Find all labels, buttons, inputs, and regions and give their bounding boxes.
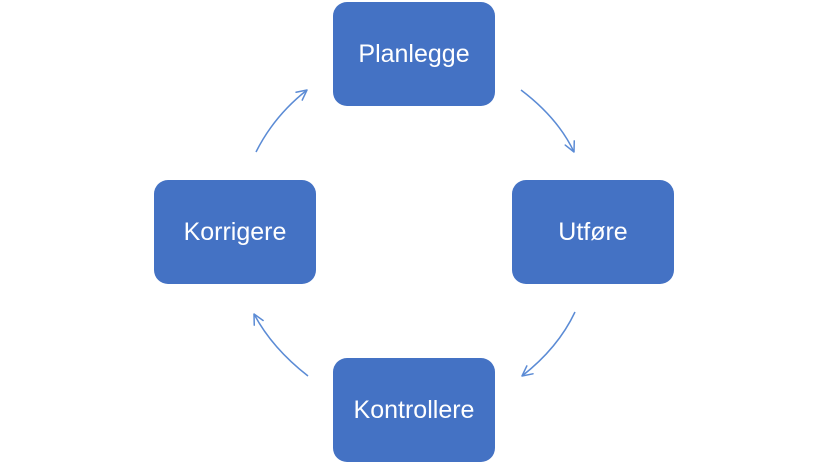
- node-utfore: Utføre: [512, 180, 674, 284]
- node-kontrollere: Kontrollere: [333, 358, 495, 462]
- node-label-utfore: Utføre: [558, 217, 628, 246]
- arrow-do-to-check: [521, 311, 576, 377]
- arrow-plan-to-do: [520, 89, 576, 153]
- node-planlegge: Planlegge: [333, 2, 495, 106]
- arrow-check-to-act: [253, 313, 309, 377]
- node-label-planlegge: Planlegge: [358, 39, 470, 68]
- node-label-kontrollere: Kontrollere: [353, 395, 475, 424]
- node-korrigere: Korrigere: [154, 180, 316, 284]
- arrow-act-to-plan: [255, 89, 308, 153]
- node-label-korrigere: Korrigere: [183, 217, 287, 246]
